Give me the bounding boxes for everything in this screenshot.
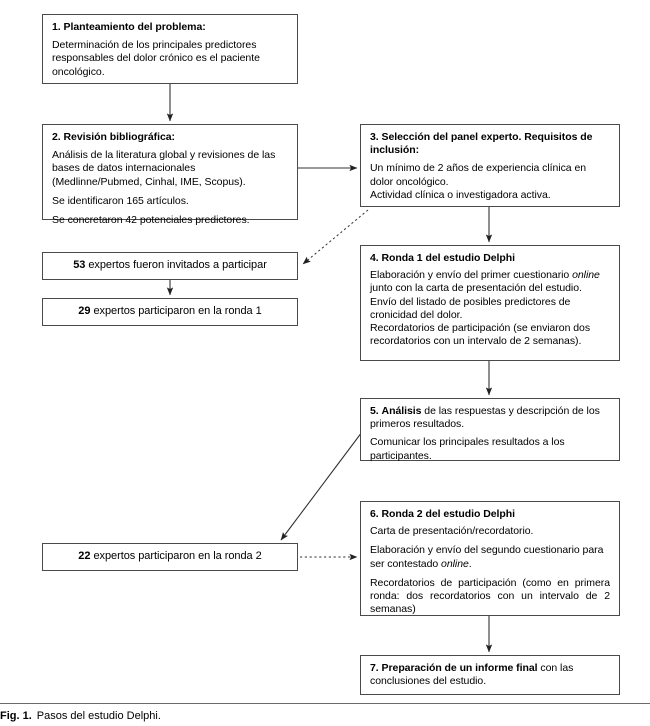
invited-label: expertos fueron invitados a participar: [88, 259, 267, 272]
node-6-line-1: Carta de presentación/recordatorio.: [370, 525, 534, 538]
node-6-line-2a: Elaboración y envío del segundo cuestion…: [370, 544, 604, 570]
node-6-title: 6. Ronda 2 del estudio Delphi: [370, 508, 515, 520]
node-7-keyword: Preparación de un informe final: [378, 662, 538, 674]
node-4-line-1c: junto con la carta de presentación del e…: [370, 282, 582, 295]
round2-count: 22: [78, 550, 91, 563]
node-2-line-2: Se identificaron 165 artículos.: [52, 194, 189, 207]
round1-label: expertos participaron en la ronda 1: [93, 305, 262, 318]
figure-caption: Fig. 1. Pasos del estudio Delphi.: [0, 709, 650, 723]
node-step-5[interactable]: 5. Análisis de las respuestas y descripc…: [360, 398, 620, 462]
node-2-line-3: Se concretaron 42 potenciales predictore…: [52, 214, 250, 227]
node-4-line-3: Recordatorios de participación (se envia…: [370, 322, 591, 348]
node-4-line-1a: Elaboración y envío del primer cuestiona…: [370, 269, 573, 282]
node-step-3[interactable]: 3. Selección del panel experto. Requisit…: [360, 124, 620, 207]
figure-caption-text: Pasos del estudio Delphi.: [36, 710, 161, 722]
node-2-line-1: Análisis de la literatura global y revis…: [52, 149, 276, 188]
node-4-online-1: online: [572, 269, 600, 282]
node-step-2[interactable]: 2. Revisión bibliográfica: Análisis de l…: [42, 124, 298, 226]
node-step-1[interactable]: 1. Planteamiento del problema: Determina…: [42, 14, 298, 84]
node-5-number: 5.: [370, 405, 379, 417]
node-7-title-rest: con las conclusiones del estudio.: [370, 662, 574, 688]
node-5-keyword: Análisis: [381, 405, 422, 417]
edge-n5-round2: [280, 431, 363, 541]
node-3-line-2: Actividad clínica o investigadora activa…: [370, 188, 551, 201]
node-4-line-2: Envío del listado de posibles predictore…: [370, 295, 571, 321]
node-6-line-3: Recordatorios de participación (como en …: [370, 576, 610, 616]
edge-n3-invited: [302, 209, 369, 265]
node-step-4[interactable]: 4. Ronda 1 del estudio Delphi Elaboració…: [360, 245, 620, 361]
node-1-body: Determinación de los principales predict…: [52, 39, 260, 78]
node-5-title-rest: de las respuestas y descripción de los p…: [370, 405, 600, 431]
node-step-7[interactable]: 7. Preparación de un informe final con l…: [360, 655, 620, 695]
node-2-title: 2. Revisión bibliográfica:: [52, 131, 175, 143]
node-7-number: 7.: [370, 662, 379, 674]
node-1-title: 1. Planteamiento del problema:: [52, 21, 206, 33]
node-6-online-1: online: [441, 557, 469, 570]
node-4-title: 4. Ronda 1 del estudio Delphi: [370, 252, 515, 264]
node-5-line-2: Comunicar los principales resultados a l…: [370, 436, 565, 462]
round2-label: expertos participaron en la ronda 2: [93, 550, 262, 563]
node-step-6[interactable]: 6. Ronda 2 del estudio Delphi Carta de p…: [360, 501, 620, 616]
caption-divider: [0, 703, 650, 704]
node-6-line-2c: .: [468, 557, 472, 570]
round1-count: 29: [78, 305, 91, 318]
node-3-line-1: Un mínimo de 2 años de experiencia clíni…: [370, 162, 587, 188]
node-3-title: 3. Selección del panel experto. Requisit…: [370, 131, 593, 157]
invited-count: 53: [73, 259, 86, 272]
figure-caption-label: Fig. 1.: [0, 710, 32, 722]
